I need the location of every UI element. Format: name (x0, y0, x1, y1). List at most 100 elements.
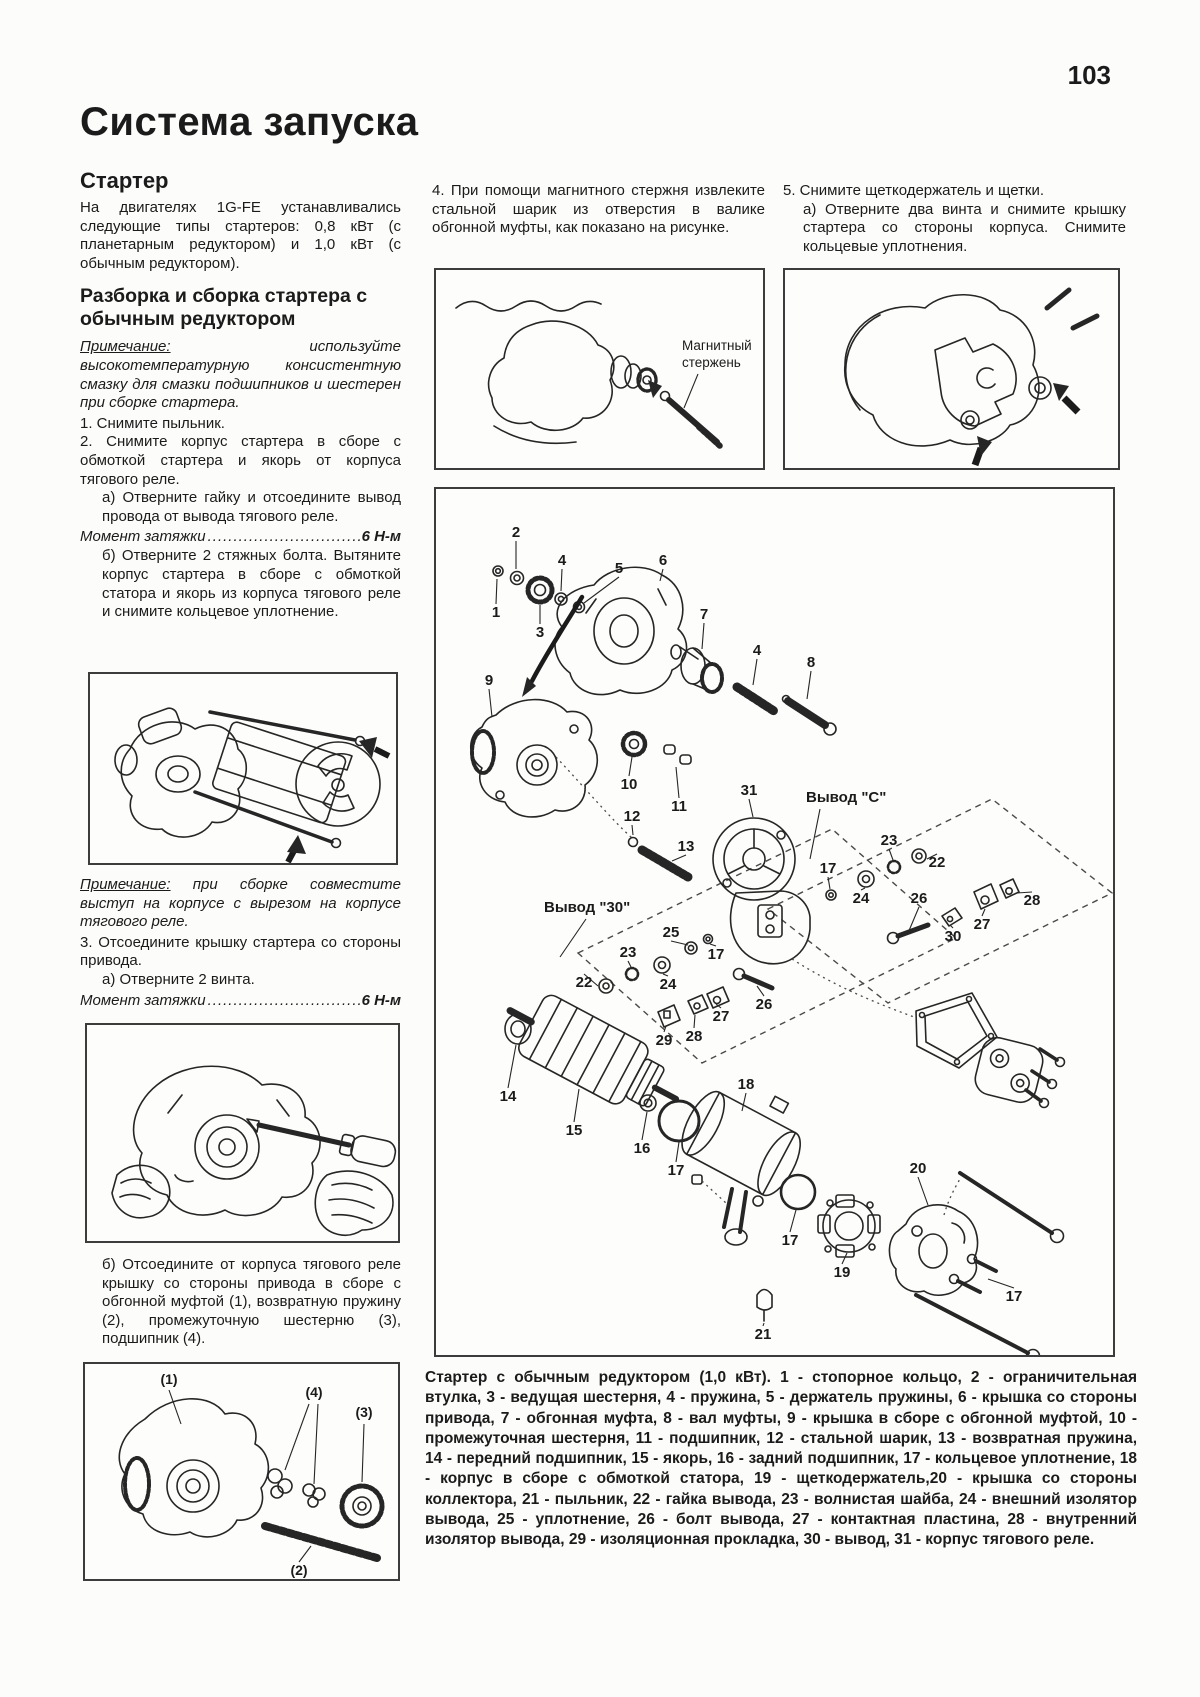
svg-text:28: 28 (686, 1028, 703, 1045)
svg-text:5: 5 (615, 560, 623, 577)
svg-text:14: 14 (500, 1088, 517, 1105)
svg-text:29: 29 (656, 1032, 673, 1049)
terminal-c-group-outline (766, 798, 1113, 1004)
part-callout-1: (1) (160, 1371, 177, 1387)
svg-text:3: 3 (536, 624, 544, 641)
svg-text:20: 20 (910, 1160, 927, 1177)
step-2b: б) Отверните 2 стяжных болта. Вытяните к… (102, 547, 401, 621)
figure-magnetic-rod: Магнитный стержень (434, 268, 765, 470)
torque-leader-dots: ........................................… (207, 528, 362, 546)
starter-assembled-drawing (114, 707, 391, 863)
svg-text:31: 31 (741, 782, 758, 799)
terminal-30-group-outline (576, 828, 958, 1064)
torque-value: 6 Н-м (361, 991, 401, 1009)
left-column-segment-1: Стартер На двигателях 1G-FE устанавливал… (80, 168, 401, 622)
left-column-segment-3: б) Отсоедините от корпуса тягового реле … (80, 1256, 401, 1349)
svg-text:4: 4 (558, 552, 567, 569)
svg-text:12: 12 (624, 808, 641, 825)
svg-text:24: 24 (660, 976, 677, 993)
arrow-icon (648, 380, 662, 398)
right-column-text: 5. Снимите щеткодержатель и щетки. а) От… (783, 182, 1126, 256)
svg-text:9: 9 (485, 672, 493, 689)
svg-text:22: 22 (576, 974, 593, 991)
figure-brush-cover (783, 268, 1120, 470)
step-1: 1. Снимите пыльник. (80, 414, 225, 432)
brush-cover-drawing (843, 287, 1100, 467)
svg-text:16: 16 (634, 1140, 651, 1157)
part-callout-3: (3) (355, 1404, 372, 1420)
section-heading: Разборка и сборка стартера с обычным ред… (80, 285, 368, 331)
step-2a: а) Отверните гайку и отсоедините вывод п… (102, 489, 401, 525)
cover-parts-drawing: (1) (4) (3) (2) (118, 1371, 385, 1578)
heading-starter: Стартер (80, 168, 169, 193)
svg-text:17: 17 (708, 946, 725, 963)
svg-text:7: 7 (700, 606, 708, 623)
part-callout-2: (2) (290, 1562, 307, 1578)
svg-text:26: 26 (911, 890, 928, 907)
svg-text:24: 24 (853, 890, 870, 907)
svg-text:27: 27 (974, 916, 991, 933)
note-text: используйте высокотемпературную консисте… (80, 338, 401, 412)
note-text: при сборке совместите выступ на корпусе … (80, 876, 401, 931)
magnetic-rod-drawing: Магнитный стержень (455, 300, 752, 449)
note-label: Примечание: (80, 876, 171, 893)
part-callout-4: (4) (305, 1384, 322, 1400)
svg-text:8: 8 (807, 654, 815, 671)
exploded-starter-diagram: Вывод "С" Вывод "30" 2134567489101112133… (469, 524, 1113, 1355)
svg-text:1: 1 (492, 604, 500, 621)
page-number: 103 (1067, 60, 1111, 90)
svg-text:23: 23 (881, 832, 898, 849)
svg-text:17: 17 (668, 1162, 685, 1179)
step-5: 5. Снимите щеткодержатель и щетки. (783, 182, 1045, 199)
exploded-parts-linework (469, 565, 1066, 1355)
svg-text:2: 2 (512, 524, 520, 541)
svg-text:30: 30 (945, 928, 962, 945)
svg-text:19: 19 (834, 1264, 851, 1281)
step-3b: б) Отсоедините от корпуса тягового реле … (102, 1256, 401, 1348)
svg-text:21: 21 (755, 1326, 772, 1343)
svg-text:17: 17 (820, 860, 837, 877)
parts-legend: Стартер с обычным редуктором (1,0 кВт). … (425, 1369, 1137, 1549)
middle-column-text: 4. При помощи магнитного стержня извлеки… (432, 182, 765, 238)
svg-text:6: 6 (659, 552, 667, 569)
step-3a: а) Отверните 2 винта. (102, 970, 255, 988)
magnet-rod-label-line1: Магнитный (682, 338, 752, 353)
torque-value: 6 Н-м (361, 528, 401, 546)
figure-starter-through-bolts (88, 672, 398, 865)
figure-pry-cover (85, 1023, 400, 1243)
torque-label: Момент затяжки (80, 528, 206, 546)
svg-text:22: 22 (929, 854, 946, 871)
svg-text:17: 17 (782, 1232, 799, 1249)
step-3: 3. Отсоедините крышку стартера со сторон… (80, 933, 401, 970)
note-grease: Примечание: используйте высокотемператур… (80, 338, 401, 412)
note-align: Примечание: при сборке совместите выступ… (80, 876, 401, 932)
svg-text:18: 18 (738, 1076, 755, 1093)
magnet-rod-label-line2: стержень (682, 355, 741, 370)
step-5a: а) Отверните два винта и снимите крышку … (803, 200, 1126, 255)
figure-cover-parts: (1) (4) (3) (2) (83, 1362, 400, 1581)
step-2: 2. Снимите корпус стартера в сборе с обм… (80, 433, 401, 488)
torque-spec-1: Момент затяжки .........................… (80, 527, 401, 546)
svg-text:28: 28 (1024, 892, 1041, 909)
terminal-30-label: Вывод "30" (544, 899, 630, 916)
svg-text:27: 27 (713, 1008, 730, 1025)
svg-text:13: 13 (678, 838, 695, 855)
terminal-c-label: Вывод "С" (806, 789, 886, 806)
page-title: Система запуска (80, 100, 419, 144)
svg-text:17: 17 (1006, 1288, 1023, 1305)
svg-text:11: 11 (671, 798, 687, 815)
arrow-icon (285, 737, 391, 863)
torque-leader-dots: ........................................… (207, 991, 362, 1009)
note-label: Примечание: (80, 338, 171, 356)
arrow-icon (522, 594, 585, 697)
paragraph-intro: На двигателях 1G-FE устанавливались след… (80, 199, 401, 272)
svg-text:4: 4 (753, 642, 762, 659)
svg-text:23: 23 (620, 944, 637, 961)
torque-spec-2: Момент затяжки .........................… (80, 991, 401, 1010)
svg-text:26: 26 (756, 996, 773, 1013)
part-leader-lines (168, 1389, 365, 1563)
arrow-icon (971, 383, 1081, 467)
